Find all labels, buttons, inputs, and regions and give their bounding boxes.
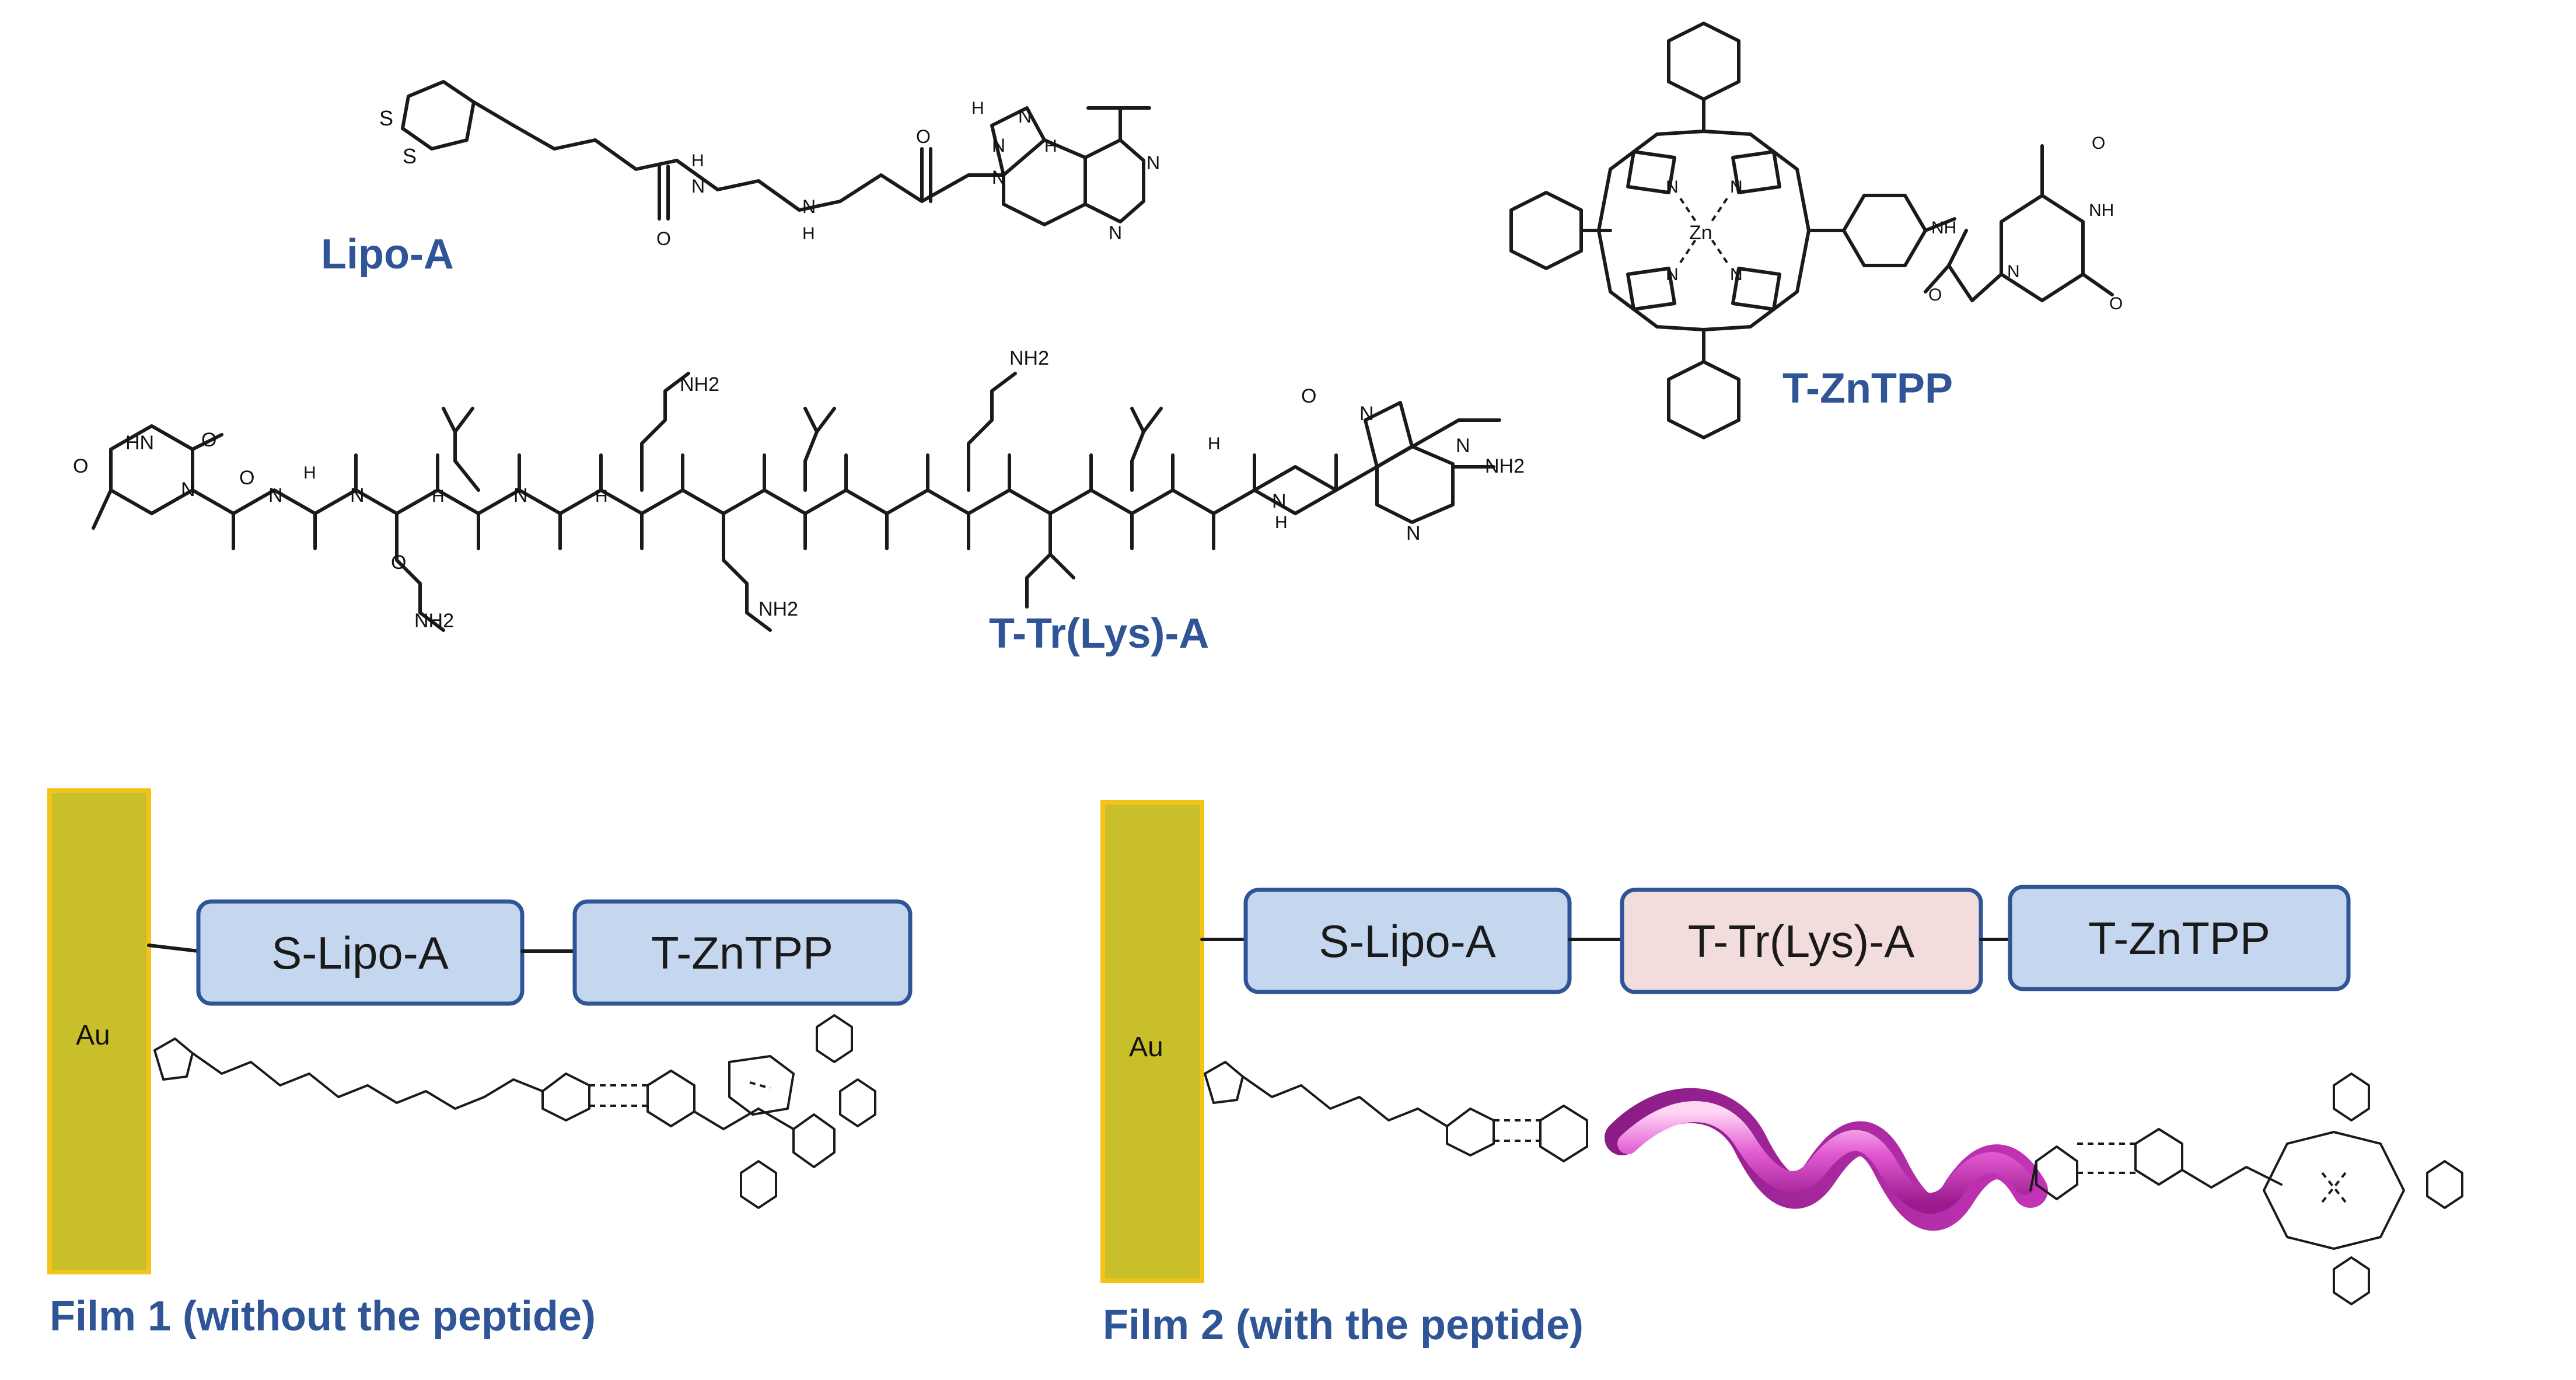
ttra-atom-h1: H xyxy=(303,463,316,483)
film2-box-t-zntpp xyxy=(2008,885,2351,991)
ttra-atom-n6: N xyxy=(1456,435,1470,457)
ttra-atom-nh2-1: NH2 xyxy=(680,373,719,396)
lipo-a-atom-n1: N xyxy=(691,176,705,197)
t-tr-lys-a-label: T-Tr(Lys)-A xyxy=(989,610,1209,657)
zntpp-atom-n3: N xyxy=(1666,265,1679,284)
lipo-a-label: Lipo-A xyxy=(321,231,454,278)
ttra-atom-nh2-4: NH2 xyxy=(1009,347,1049,369)
film1-electrode-label: Au xyxy=(76,1020,110,1051)
lipo-a-atom-s1: S xyxy=(379,106,393,130)
ttra-atom-o1: O xyxy=(73,455,88,477)
peptide-helix-ribbon xyxy=(1605,1088,2048,1231)
zntpp-atom-zn: Zn xyxy=(1689,222,1712,244)
film1-box-t-zntpp-label: T-ZnTPP xyxy=(651,927,833,979)
ttra-atom-n5: N xyxy=(1359,403,1374,425)
zntpp-atom-n2: N xyxy=(1730,177,1743,197)
film2-box-t-tr-lys-a-label: T-Tr(Lys)-A xyxy=(1688,916,1914,967)
ttra-atom-o2: O xyxy=(201,429,216,451)
film2-panel: Au S-Lipo-A T-Tr(Lys)-A T-ZnTPP xyxy=(1100,800,2463,1348)
ttra-atom-n4: N xyxy=(513,484,528,506)
lipo-a-atom-s2: S xyxy=(403,144,417,168)
film1-box-t-zntpp xyxy=(572,899,913,1006)
film2-electrode-label: Au xyxy=(1129,1032,1163,1063)
film2-box-s-lipo-a-label: S-Lipo-A xyxy=(1319,916,1495,967)
ttra-atom-o4: O xyxy=(391,551,406,574)
ttra-atom-n1: N xyxy=(181,478,195,501)
zntpp-atom-n4: N xyxy=(1730,265,1743,284)
film1-panel: Au S-Lipo-A T-ZnTPP Film 1 (without the … xyxy=(47,788,913,1340)
film1-title: Film 1 (without the peptide) xyxy=(50,1293,596,1340)
lipo-a-atom-h3: H xyxy=(971,99,984,118)
lipo-a-atom-n2: N xyxy=(802,196,816,217)
zntpp-atom-n1: N xyxy=(1666,177,1679,197)
film2-gold-electrode xyxy=(1100,800,1204,1283)
lipo-a-atom-h4: H xyxy=(1044,137,1057,156)
zntpp-atom-o3: O xyxy=(2109,294,2123,313)
film2-adenine-thymine-zntpp xyxy=(2029,1072,2463,1305)
ttra-atom-hn: HN xyxy=(125,432,154,454)
t-zntpp-structure: N N N N Zn NH O O NH O N xyxy=(1509,22,2123,439)
film1-assembly-structure xyxy=(153,1014,876,1209)
lipo-a-atom-n3: N xyxy=(992,167,1005,188)
ttra-atom-h2: H xyxy=(432,487,445,506)
film1-gold-electrode xyxy=(47,788,151,1274)
lipo-a-structure: S S O H N N H O N N N N H N H xyxy=(379,80,1160,249)
film2-title: Film 2 (with the peptide) xyxy=(1103,1302,1584,1348)
ttra-atom-nh2-2: NH2 xyxy=(414,610,454,632)
zntpp-atom-o1: O xyxy=(1928,285,1942,305)
ttra-atom-h5: H xyxy=(1275,513,1288,532)
t-zntpp-label: T-ZnTPP xyxy=(1782,365,1953,412)
lipo-a-atom-n5: N xyxy=(1147,152,1160,173)
zntpp-atom-nh2: NH xyxy=(2089,201,2114,220)
ttra-atom-h3: H xyxy=(595,487,608,506)
lipo-a-atom-n7: N xyxy=(992,135,1005,156)
lipo-a-atom-o1: O xyxy=(656,228,671,249)
lipo-a-atom-n6: N xyxy=(1109,222,1122,243)
ttra-atom-n3: N xyxy=(350,484,365,506)
zntpp-atom-n5: N xyxy=(2007,262,2020,281)
lipo-a-atom-h1: H xyxy=(691,151,704,170)
lipo-a-atom-h2: H xyxy=(802,224,815,243)
zntpp-atom-nh1: NH xyxy=(1931,218,1956,237)
film1-box-s-lipo-a-label: S-Lipo-A xyxy=(271,927,448,979)
ttra-atom-n7: N xyxy=(1406,522,1421,544)
ttra-atom-o5: O xyxy=(1301,385,1316,407)
lipo-a-atom-n4: N xyxy=(1018,106,1032,127)
ttra-atom-o3: O xyxy=(239,467,254,489)
ttra-atom-nh2-3: NH2 xyxy=(759,598,798,620)
lipo-a-atom-o2: O xyxy=(916,126,931,147)
film2-box-t-zntpp-label: T-ZnTPP xyxy=(2088,913,2270,964)
zntpp-atom-o2: O xyxy=(2092,134,2105,153)
ttra-atom-h4: H xyxy=(1208,434,1221,453)
film2-assembly-structure xyxy=(1204,1061,1588,1162)
ttra-atom-nh2-5: NH2 xyxy=(1485,455,1525,477)
ttra-atom-n2: N xyxy=(268,484,283,506)
t-tr-lys-a-structure: O HN O N O N H N H O N H NH2 NH2 NH2 NH2… xyxy=(73,347,1525,632)
ttra-atom-n8: N xyxy=(1272,490,1287,512)
